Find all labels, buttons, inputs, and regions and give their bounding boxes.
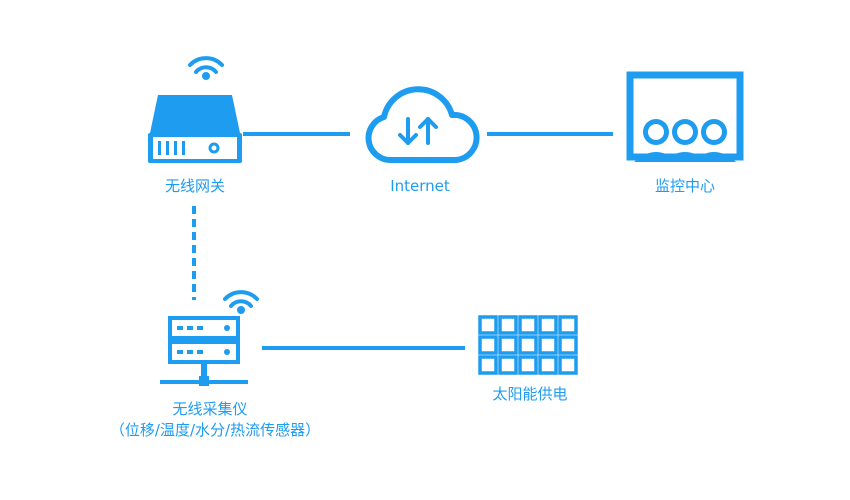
- collector-label: 无线采集仪: [172, 400, 248, 418]
- cloud-upload-download-icon: [365, 86, 480, 163]
- solar-panel-icon: [478, 315, 578, 375]
- monitor-label: 监控中心: [654, 177, 715, 195]
- collector-sublabel: （位移/温度/水分/热流传感器）: [109, 421, 321, 439]
- solar-label: 太阳能供电: [492, 385, 568, 403]
- gateway-label: 无线网关: [164, 177, 225, 195]
- wireless-collector-icon: [160, 290, 259, 386]
- internet-label: Internet: [390, 177, 450, 195]
- wireless-router-icon: [148, 56, 242, 163]
- monitoring-center-icon: [626, 71, 744, 162]
